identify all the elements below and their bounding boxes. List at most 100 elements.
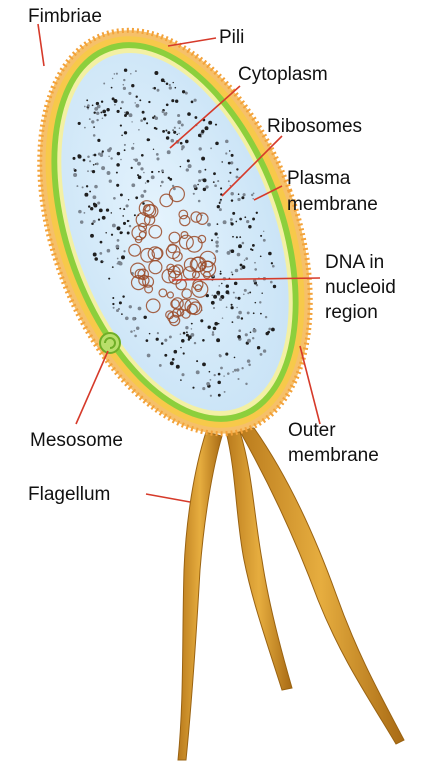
ribosome-dot <box>93 203 96 206</box>
ribosome-dot <box>225 140 229 144</box>
ribosome-dot <box>76 185 78 187</box>
ribosome-dot <box>265 316 267 318</box>
ribosome-dot <box>124 68 127 71</box>
ribosome-dot <box>233 292 235 294</box>
ribosome-dot <box>106 208 109 211</box>
leader-fimbriae <box>38 24 44 66</box>
ribosome-dot <box>191 328 193 330</box>
ribosome-dot <box>198 170 201 173</box>
ribosome-dot <box>252 244 255 247</box>
ribosome-dot <box>202 363 206 367</box>
ribosome-dot <box>212 333 215 336</box>
ribosome-dot <box>100 241 103 244</box>
ribosome-dot <box>235 221 237 223</box>
ribosome-dot <box>104 114 107 117</box>
ribosome-dot <box>223 220 227 224</box>
ribosome-dot <box>143 172 145 174</box>
ribosome-dot <box>236 236 238 238</box>
ribosome-dot <box>214 232 217 235</box>
ribosome-dot <box>131 121 132 122</box>
ribosome-dot <box>220 187 222 189</box>
ribosome-dot <box>252 218 255 221</box>
ribosome-dot <box>238 193 240 195</box>
ribosome-dot <box>248 225 251 228</box>
ribosome-dot <box>226 290 230 294</box>
ribosome-dot <box>181 339 185 343</box>
ribosome-dot <box>94 185 98 189</box>
ribosome-dot <box>112 78 113 79</box>
ribosome-dot <box>245 333 248 336</box>
ribosome-dot <box>244 216 246 218</box>
ribosome-dot <box>164 339 167 342</box>
ribosome-dot <box>93 134 96 137</box>
ribosome-dot <box>240 268 243 271</box>
ribosome-dot <box>196 360 198 362</box>
ribosome-dot <box>235 297 237 299</box>
ribosome-dot <box>181 145 185 149</box>
ribosome-dot <box>99 252 102 255</box>
ribosome-dot <box>121 313 123 315</box>
ribosome-dot <box>88 205 90 207</box>
ribosome-dot <box>94 107 98 111</box>
ribosome-dot <box>245 383 247 385</box>
ribosome-dot <box>141 154 144 157</box>
ribosome-dot <box>160 185 161 186</box>
ribosome-dot <box>107 171 111 175</box>
ribosome-dot <box>112 297 114 299</box>
ribosome-dot <box>229 172 231 174</box>
ribosome-dot <box>215 250 218 253</box>
ribosome-dot <box>116 163 120 167</box>
label-dna-line2: nucleoid <box>325 277 396 298</box>
ribosome-dot <box>216 338 220 342</box>
ribosome-dot <box>134 335 137 338</box>
ribosome-dot <box>228 180 230 182</box>
ribosome-dot <box>143 190 146 193</box>
ribosome-dot <box>210 395 212 397</box>
ribosome-dot <box>136 104 140 108</box>
ribosome-dot <box>162 130 165 133</box>
ribosome-dot <box>98 203 100 205</box>
ribosome-dot <box>211 294 213 296</box>
ribosome-dot <box>260 235 262 237</box>
ribosome-dot <box>247 359 251 363</box>
label-ribosomes: Ribosomes <box>267 116 362 137</box>
ribosome-dot <box>246 220 249 223</box>
ribosome-dot <box>102 118 104 120</box>
ribosome-dot <box>162 110 165 113</box>
ribosome-dot <box>185 92 188 95</box>
ribosome-dot <box>128 199 129 200</box>
ribosome-dot <box>231 222 234 225</box>
ribosome-dot <box>112 266 114 268</box>
ribosome-dot <box>140 119 143 122</box>
ribosome-dot <box>186 331 188 333</box>
ribosome-dot <box>138 175 142 179</box>
ribosome-dot <box>221 283 222 284</box>
ribosome-dot <box>112 97 115 100</box>
ribosome-dot <box>101 166 105 170</box>
ribosome-dot <box>138 129 140 131</box>
ribosome-dot <box>217 381 221 385</box>
ribosome-dot <box>226 306 228 308</box>
ribosome-dot <box>161 181 164 184</box>
ribosome-dot <box>239 218 242 221</box>
ribosome-dot <box>219 208 222 211</box>
ribosome-dot <box>142 111 145 114</box>
ribosome-dot <box>180 166 181 167</box>
ribosome-dot <box>169 84 171 86</box>
ribosome-dot <box>268 252 272 256</box>
ribosome-dot <box>152 88 153 89</box>
ribosome-dot <box>236 368 239 371</box>
ribosome-dot <box>173 131 176 134</box>
ribosome-dot <box>201 157 205 161</box>
ribosome-dot <box>110 157 112 159</box>
ribosome-dot <box>84 127 86 129</box>
ribosome-dot <box>89 118 91 120</box>
ribosome-dot <box>161 342 164 345</box>
ribosome-dot <box>135 196 138 199</box>
ribosome-dot <box>119 301 122 304</box>
ribosome-dot <box>267 331 270 334</box>
ribosome-dot <box>256 212 258 214</box>
ribosome-dot <box>117 239 120 242</box>
ribosome-dot <box>202 339 205 342</box>
ribosome-dot <box>91 120 94 123</box>
